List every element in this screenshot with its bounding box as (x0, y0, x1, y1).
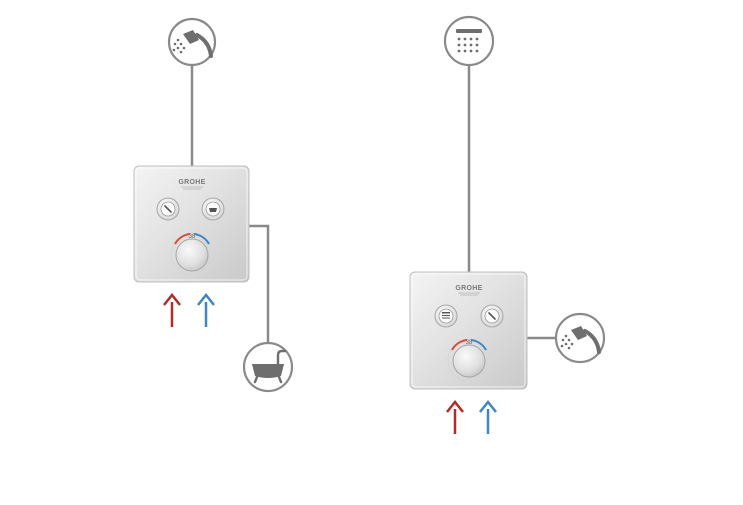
right-valve-plate: GROHE 38 (409, 271, 528, 390)
right-brand-logo: GROHE (455, 285, 482, 292)
hand-shower-icon (167, 17, 217, 67)
left-valve-group: GROHE 38 (133, 17, 294, 393)
head-shower-icon (442, 312, 450, 319)
left-hand-shower-button[interactable] (156, 197, 180, 221)
right-cold-inlet-arrow (479, 399, 497, 434)
right-hot-inlet-arrow (446, 399, 464, 434)
bathtub-spout-icon (209, 208, 217, 212)
right-head-shower-button[interactable] (434, 304, 458, 328)
left-dial-mark: 38 (189, 234, 196, 240)
right-dial-mark: 38 (466, 340, 473, 346)
left-thermostat-dial[interactable]: 38 (170, 232, 214, 276)
right-thermostat-dial[interactable]: 38 (447, 338, 491, 382)
right-hand-shower-button[interactable] (480, 304, 504, 328)
hand-shower-icon (488, 312, 496, 320)
left-brand-logo: GROHE (178, 179, 205, 186)
head-shower-icon (443, 15, 495, 67)
hand-shower-icon (554, 312, 606, 364)
bathtub-icon (242, 341, 294, 393)
right-valve-group: GROHE 38 (409, 15, 606, 434)
left-right-connector-line (248, 224, 270, 342)
left-bathtub-spout-button[interactable] (201, 197, 225, 221)
left-hot-inlet-arrow (163, 292, 181, 327)
left-cold-inlet-arrow (197, 292, 215, 327)
left-valve-plate: GROHE 38 (133, 165, 250, 283)
hand-shower-icon (164, 205, 172, 213)
